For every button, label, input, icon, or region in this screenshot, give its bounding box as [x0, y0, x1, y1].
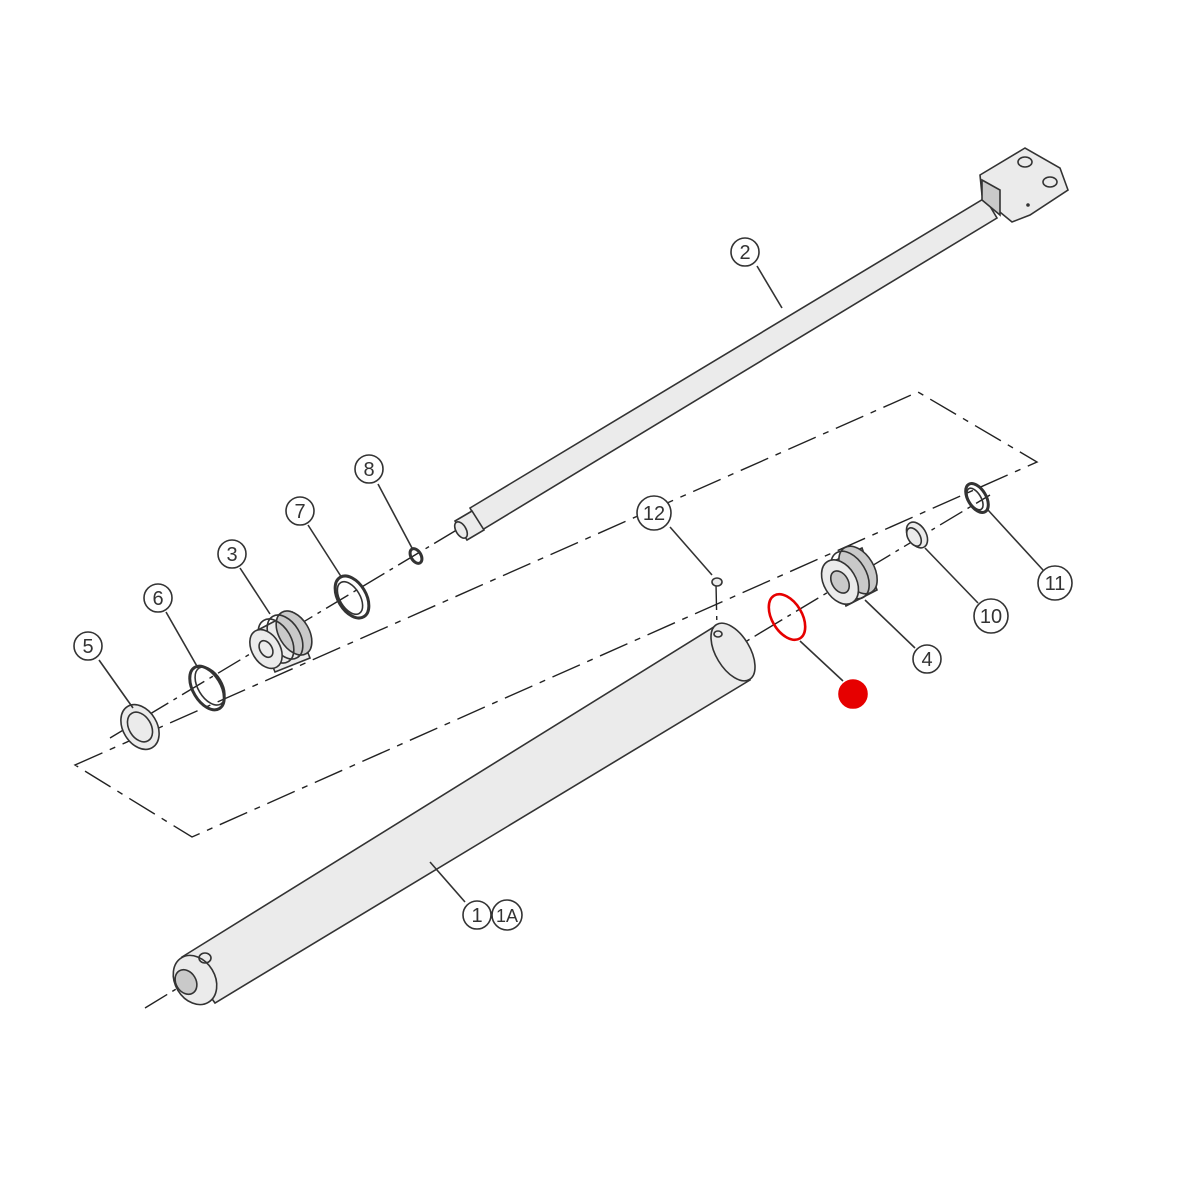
svg-text:4: 4: [921, 649, 932, 671]
cylinder-barrel: [172, 622, 756, 1006]
leader-10: [924, 547, 979, 604]
part-9-o-ring-highlighted: [767, 592, 807, 642]
part-6-ring: [188, 664, 226, 712]
svg-text:8: 8: [363, 459, 374, 481]
balloon-5: 5: [73, 631, 103, 661]
leader-8: [377, 483, 413, 549]
balloon-10: 10: [973, 598, 1009, 634]
part-8-o-ring: [408, 547, 424, 565]
svg-text:1: 1: [471, 905, 482, 927]
fitting-axis: [715, 583, 718, 631]
balloon-1a: 1A: [491, 899, 523, 931]
leader-11: [987, 509, 1044, 571]
leader-6: [165, 611, 199, 669]
svg-text:12: 12: [643, 503, 665, 525]
leader-4: [864, 599, 916, 649]
part-7-seal: [333, 574, 371, 620]
balloon-4: 4: [912, 644, 942, 674]
svg-text:1A: 1A: [496, 906, 518, 926]
svg-text:9: 9: [847, 684, 858, 706]
grease-fitting: [711, 577, 723, 587]
leader-3: [239, 567, 271, 615]
part-10-wiper: [905, 521, 929, 549]
svg-text:11: 11: [1045, 573, 1066, 595]
balloon-8: 8: [354, 454, 384, 484]
balloon-6: 6: [143, 583, 173, 613]
balloon-12: 12: [636, 495, 672, 531]
svg-text:7: 7: [294, 501, 305, 523]
balloon-7: 7: [285, 496, 315, 526]
svg-text:5: 5: [82, 636, 93, 658]
svg-text:2: 2: [739, 242, 750, 264]
piston-rod: [453, 147, 1069, 542]
balloon-2: 2: [730, 237, 760, 267]
leader-9: [799, 640, 844, 682]
svg-text:6: 6: [152, 588, 163, 610]
balloon-3: 3: [217, 539, 247, 569]
part-4-gland: [820, 545, 878, 608]
leader-7: [307, 524, 343, 579]
gland-axis: [759, 494, 991, 634]
leader-5: [98, 659, 134, 709]
balloon-1: 1: [462, 900, 492, 930]
part-3-piston: [249, 610, 313, 674]
svg-text:3: 3: [226, 544, 237, 566]
part-5-washer: [120, 703, 160, 751]
part-11-ring: [964, 482, 990, 514]
svg-text:10: 10: [980, 606, 1002, 628]
leader-1: [429, 861, 466, 903]
balloon-9: 9: [838, 679, 868, 709]
leader-12: [669, 526, 713, 576]
leader-2: [756, 265, 783, 309]
balloon-11: 11: [1037, 565, 1073, 601]
